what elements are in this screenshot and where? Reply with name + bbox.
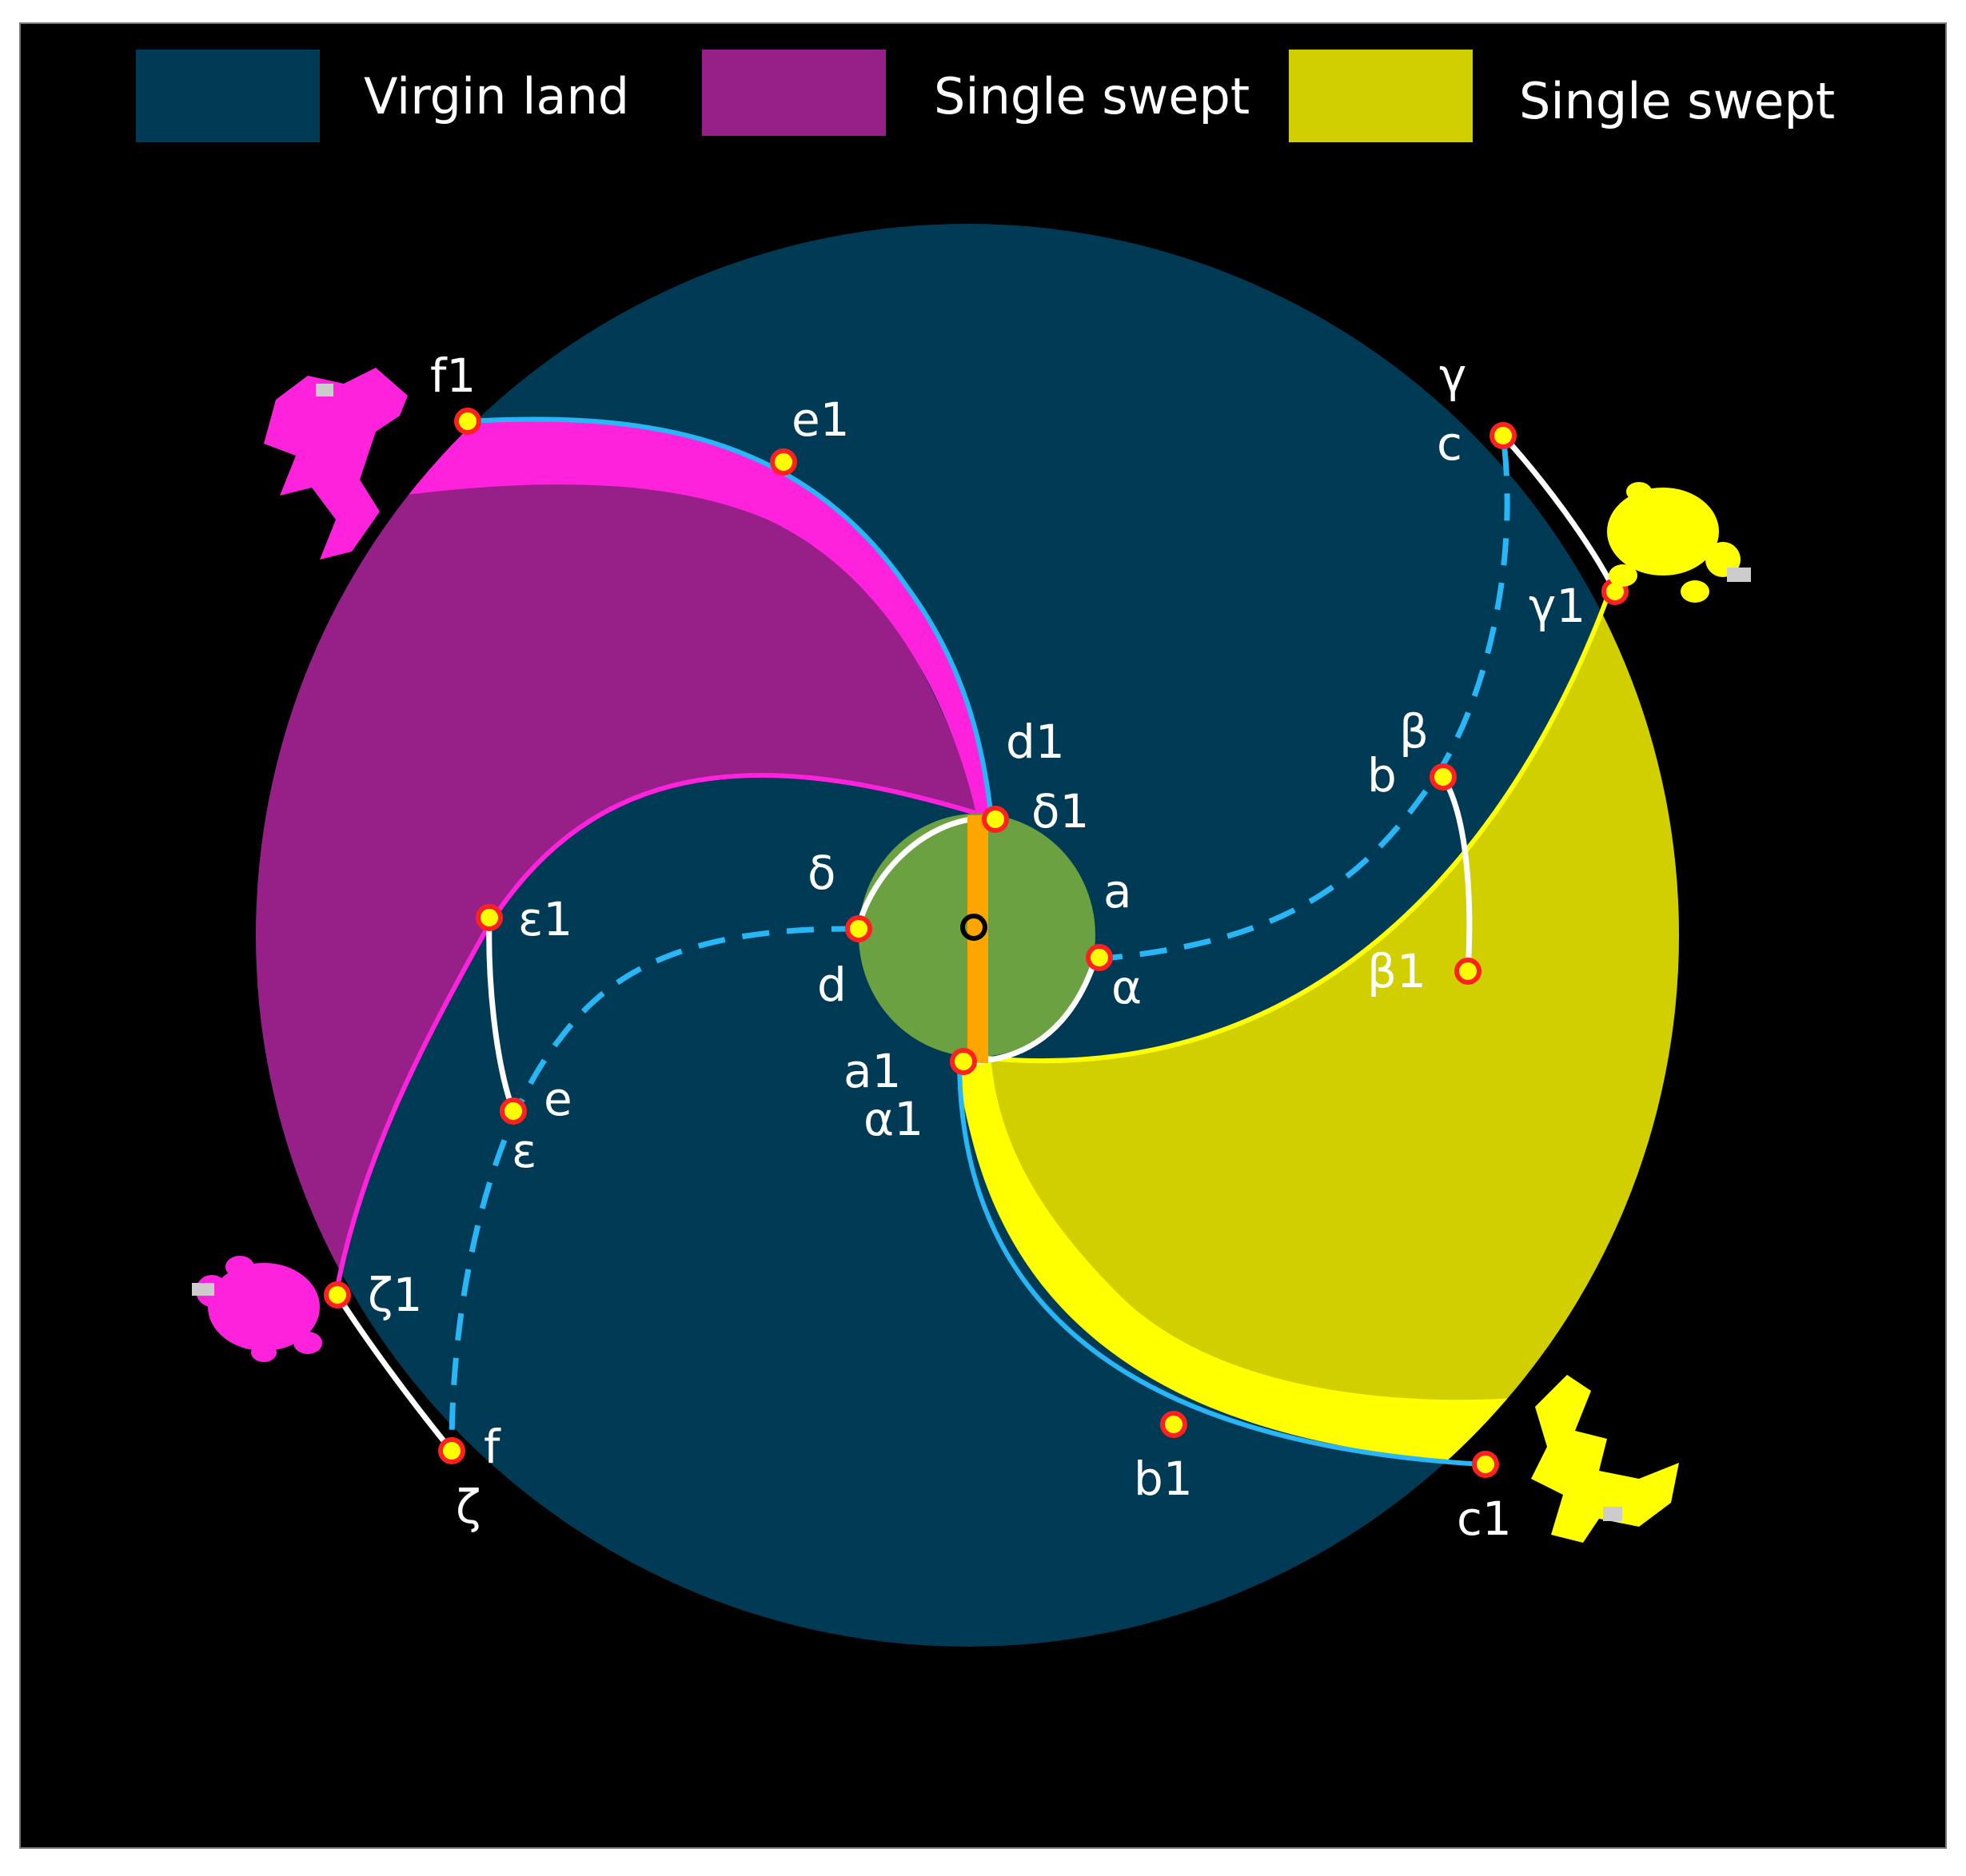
magenta-outer-edge-cyan bbox=[467, 416, 994, 819]
label-b: b bbox=[1367, 748, 1397, 803]
yellow-outer-edge-cyan bbox=[957, 1058, 1484, 1467]
turtle-icon-yellow-top-right bbox=[1607, 482, 1751, 603]
magenta-swept-region bbox=[256, 400, 983, 1295]
marker-f-zeta bbox=[438, 1437, 465, 1464]
marker-b-beta bbox=[1430, 763, 1457, 791]
marker-a1-alpha1 bbox=[950, 1048, 977, 1075]
label-epsilon1: ε1 bbox=[518, 892, 572, 946]
label-alpha: α bbox=[1111, 960, 1142, 1014]
label-c1: c1 bbox=[1457, 1492, 1512, 1546]
legend: Virgin land Single swept Single swept bbox=[136, 50, 1835, 142]
label-a: a bbox=[1103, 864, 1132, 918]
marker-epsilon1 bbox=[476, 904, 503, 931]
marker-e1 bbox=[770, 448, 797, 476]
label-c: c bbox=[1437, 416, 1462, 471]
marker-c1 bbox=[1472, 1451, 1499, 1478]
magenta-boundary-curve bbox=[333, 772, 984, 1296]
point-labels: f1 e1 γ c γ1 β b β1 d1 δ1 δ d O a α a1 α… bbox=[368, 349, 1585, 1546]
marker-c-gamma bbox=[1489, 422, 1517, 449]
marker-f1 bbox=[454, 408, 481, 435]
label-gamma: γ bbox=[1439, 349, 1466, 403]
dashed-path-right bbox=[1095, 435, 1510, 962]
legend-label-single-swept-magenta: Single swept bbox=[934, 67, 1250, 125]
white-segment-c-gamma1 bbox=[1501, 433, 1618, 593]
yellow-boundary-curve bbox=[959, 586, 1613, 1064]
label-epsilon: ε bbox=[512, 1124, 536, 1178]
legend-swatch-single-swept-yellow bbox=[1289, 50, 1473, 142]
label-gamma1: γ1 bbox=[1529, 579, 1585, 633]
white-segment-epsilon1-e bbox=[486, 917, 516, 1113]
point-markers bbox=[324, 408, 1629, 1478]
magenta-swept-band bbox=[400, 418, 990, 819]
center-disk-white-arc-left bbox=[855, 815, 995, 930]
marker-b1 bbox=[1160, 1411, 1187, 1438]
dashed-path-left bbox=[449, 926, 859, 1452]
marker-beta1 bbox=[1454, 958, 1481, 985]
turtle-icon-magenta-bottom-left bbox=[192, 1256, 322, 1362]
label-beta: β bbox=[1399, 704, 1429, 759]
marker-a-alpha bbox=[1086, 944, 1113, 971]
robot-icon-magenta-top-left bbox=[264, 368, 408, 560]
label-delta: δ bbox=[808, 846, 836, 900]
label-f: f bbox=[484, 1420, 501, 1474]
label-e: e bbox=[544, 1072, 572, 1126]
robot-icon-yellow-bottom-right bbox=[1531, 1375, 1679, 1543]
legend-label-virgin-land: Virgin land bbox=[364, 67, 629, 125]
label-zeta1: ζ1 bbox=[368, 1268, 422, 1322]
white-segment-b-beta1 bbox=[1441, 775, 1473, 972]
marker-zeta1 bbox=[324, 1281, 351, 1308]
white-segment-zeta1-f bbox=[335, 1293, 454, 1453]
label-a1: a1 bbox=[843, 1044, 901, 1098]
marker-delta1 bbox=[982, 806, 1009, 833]
legend-swatch-virgin-land bbox=[136, 50, 320, 142]
label-d: d bbox=[817, 958, 847, 1012]
label-e1: e1 bbox=[792, 392, 850, 447]
label-d1: d1 bbox=[1006, 715, 1065, 769]
marker-e-epsilon bbox=[500, 1097, 527, 1125]
yellow-swept-region bbox=[955, 587, 1679, 1460]
marker-d-delta bbox=[845, 915, 872, 942]
label-beta1: β1 bbox=[1367, 944, 1426, 998]
label-f1: f1 bbox=[430, 349, 476, 403]
label-b1: b1 bbox=[1134, 1452, 1193, 1506]
legend-swatch-single-swept-magenta bbox=[702, 50, 886, 136]
legend-label-single-swept-yellow: Single swept bbox=[1519, 72, 1835, 130]
label-zeta: ζ bbox=[456, 1480, 481, 1534]
label-delta1: δ1 bbox=[1031, 784, 1089, 838]
center-point-marker bbox=[960, 914, 987, 941]
label-alpha1: α1 bbox=[863, 1092, 923, 1146]
